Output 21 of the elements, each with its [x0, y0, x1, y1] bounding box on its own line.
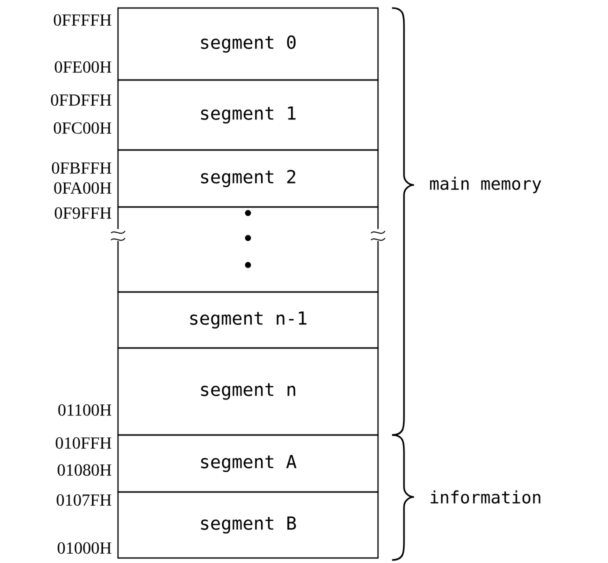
address-label: 01080H: [58, 464, 112, 476]
address-label: 0FE00H: [54, 61, 112, 73]
segment-box: segment 2: [117, 149, 379, 208]
segment-box: segment n-1: [117, 291, 379, 349]
memory-gap-box: [117, 206, 379, 293]
address-label: 01000H: [58, 542, 112, 554]
address-label: 0FDFFH: [51, 94, 112, 106]
segment-box: segment 0: [117, 7, 379, 81]
address-label: 0107FH: [56, 494, 112, 506]
address-label: 010FFH: [56, 437, 112, 449]
segment-box: segment n: [117, 347, 379, 436]
address-label: 0FC00H: [54, 122, 112, 134]
segment-box: segment 1: [117, 79, 379, 151]
segment-box: segment B: [117, 491, 379, 559]
brace-label: main memory: [430, 176, 542, 194]
address-label: 0FBFFH: [52, 162, 112, 174]
brace-label: information: [430, 490, 540, 504]
segment-box: segment A: [117, 434, 379, 493]
address-label: 01100H: [58, 404, 112, 416]
address-label: 0FA00H: [54, 182, 112, 194]
address-label: 0F9FFH: [54, 207, 112, 219]
